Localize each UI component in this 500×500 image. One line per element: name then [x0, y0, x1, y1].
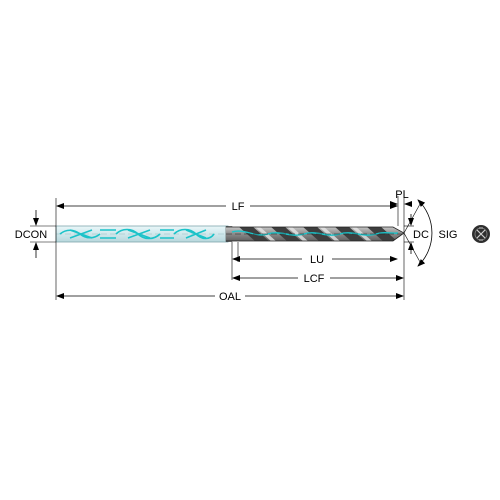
dimension-lf: LF: [56, 201, 398, 213]
dimension-oal: OAL: [56, 291, 404, 303]
label-sig: SIG: [439, 229, 458, 241]
coolant-through-icon: [472, 225, 490, 243]
dimension-dc: DC: [408, 214, 429, 254]
label-lcf: LCF: [304, 273, 325, 285]
coolant-channel: [59, 228, 215, 240]
label-lf: LF: [232, 201, 245, 213]
extension-lines: [30, 190, 414, 300]
dimension-lu: LU: [232, 242, 398, 266]
drill-body: [55, 225, 405, 243]
drill-flutes: [226, 227, 404, 241]
label-pl: PL: [395, 189, 408, 201]
dimension-dcon: DCON: [15, 210, 47, 258]
label-dcon: DCON: [15, 229, 47, 241]
dimension-pl: PL: [390, 189, 412, 207]
label-dc: DC: [413, 229, 429, 241]
dimension-sig: SIG: [403, 199, 458, 267]
label-oal: OAL: [219, 291, 241, 303]
dimension-lcf: LCF: [232, 273, 404, 285]
label-lu: LU: [310, 254, 324, 266]
